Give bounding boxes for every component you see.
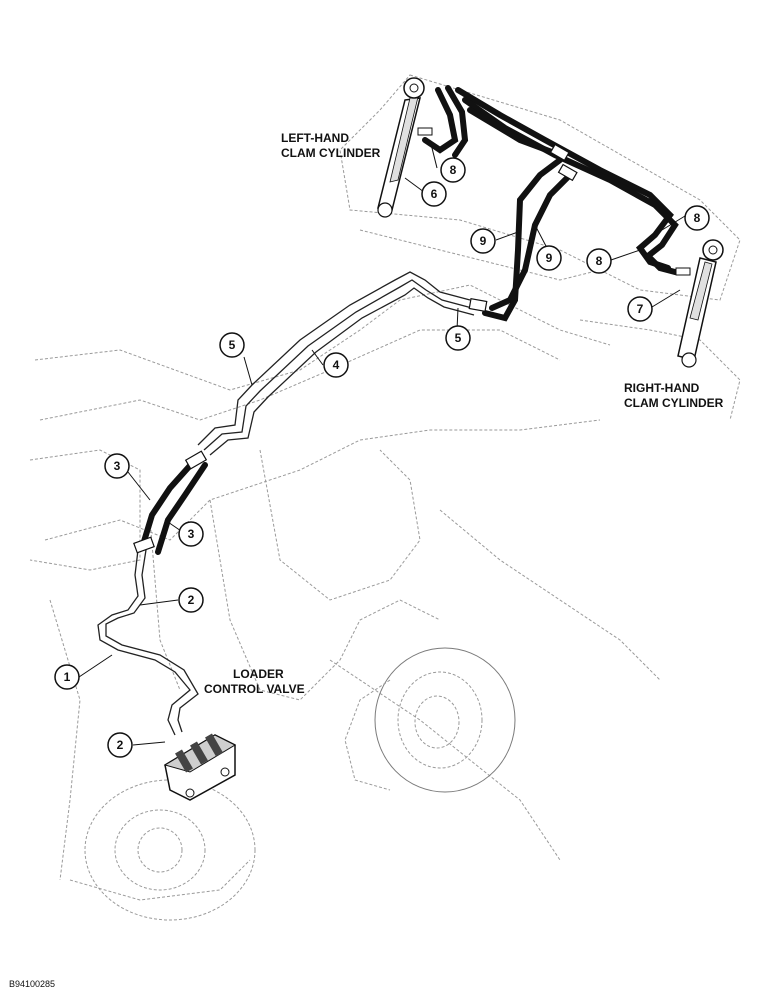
svg-text:2: 2 bbox=[117, 738, 124, 752]
svg-text:5: 5 bbox=[455, 331, 462, 345]
component-labels: LEFT-HAND CLAM CYLINDER RIGHT-HAND CLAM … bbox=[204, 131, 724, 696]
callout-4: 4 bbox=[323, 352, 349, 378]
callout-3-upper: 3 bbox=[104, 453, 130, 479]
callout-8-right-lower: 8 bbox=[586, 248, 612, 274]
loader-control-valve bbox=[163, 733, 237, 801]
callout-1: 1 bbox=[54, 664, 80, 690]
callout-5-right: 5 bbox=[445, 325, 471, 351]
right-hand-clam-cylinder bbox=[675, 239, 724, 368]
svg-text:5: 5 bbox=[229, 338, 236, 352]
callout-9-left: 9 bbox=[470, 228, 496, 254]
svg-text:1: 1 bbox=[64, 670, 71, 684]
svg-text:3: 3 bbox=[114, 459, 121, 473]
callout-3-lower: 3 bbox=[178, 521, 204, 547]
machine-outline bbox=[29, 74, 741, 921]
callout-5-left: 5 bbox=[219, 332, 245, 358]
callouts: 1 2 2 3 3 4 5 5 bbox=[54, 157, 710, 758]
figure-id: B94100285 bbox=[9, 979, 55, 989]
callout-2-valve: 2 bbox=[107, 732, 133, 758]
svg-text:9: 9 bbox=[546, 251, 553, 265]
svg-text:3: 3 bbox=[188, 527, 195, 541]
svg-text:4: 4 bbox=[333, 358, 340, 372]
callout-leaders bbox=[78, 139, 686, 746]
left-cylinder-label-line2: CLAM CYLINDER bbox=[281, 146, 381, 160]
callout-8-left: 8 bbox=[440, 157, 466, 183]
callout-2-tube: 2 bbox=[178, 587, 204, 613]
valve-label-line2: CONTROL VALVE bbox=[204, 682, 305, 696]
callout-6: 6 bbox=[421, 181, 447, 207]
svg-text:7: 7 bbox=[637, 302, 644, 316]
left-hand-clam-cylinder bbox=[377, 77, 433, 218]
fittings bbox=[133, 143, 578, 554]
left-cylinder-label-line1: LEFT-HAND bbox=[281, 131, 349, 145]
right-cylinder-label-line1: RIGHT-HAND bbox=[624, 381, 700, 395]
svg-text:6: 6 bbox=[431, 187, 438, 201]
valve-label-line1: LOADER bbox=[233, 667, 284, 681]
right-cylinder-label-line2: CLAM CYLINDER bbox=[624, 396, 724, 410]
tube-assemblies bbox=[97, 271, 475, 736]
svg-text:9: 9 bbox=[480, 234, 487, 248]
callout-9-right: 9 bbox=[536, 245, 562, 271]
svg-text:2: 2 bbox=[188, 593, 195, 607]
svg-text:8: 8 bbox=[694, 211, 701, 225]
svg-text:8: 8 bbox=[450, 163, 457, 177]
hose-assemblies bbox=[139, 85, 679, 555]
svg-text:8: 8 bbox=[596, 254, 603, 268]
callout-8-right-upper: 8 bbox=[684, 205, 710, 231]
callout-7: 7 bbox=[627, 296, 653, 322]
